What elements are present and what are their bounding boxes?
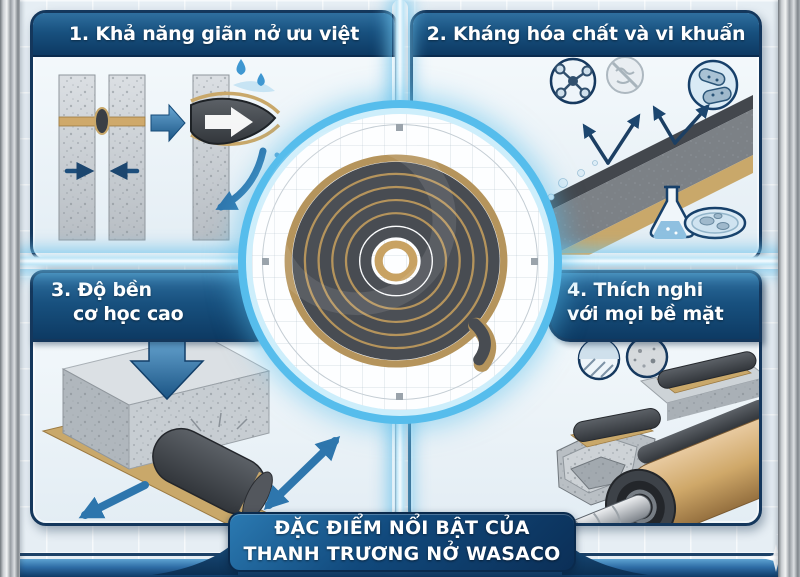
- surfaces-diagram: [552, 335, 759, 523]
- panel-resistance: 2. Kháng hóa chất và vi khuẩn: [410, 10, 762, 262]
- strength-diagram: [41, 334, 341, 523]
- water-drop-icon: [236, 59, 265, 86]
- repel-arrows: [582, 103, 710, 165]
- concrete-slabs: [58, 74, 146, 241]
- transition-arrow-icon: [150, 103, 186, 143]
- tape-curve-top: [190, 91, 281, 115]
- panel4-title-line1: 4. Thích nghi: [567, 279, 704, 301]
- panel-strength: 3. Độ bền cơ học cao: [30, 270, 398, 526]
- expansion-illustration: [33, 13, 395, 259]
- hatched-surface-icon: [577, 337, 621, 381]
- strip-wrapped-pipe: [552, 399, 759, 523]
- panel3-title-line1: 3. Độ bền: [51, 279, 152, 301]
- bacteria-icon: [687, 59, 739, 111]
- product-disc: [252, 114, 548, 410]
- petri-dish-icon: [683, 206, 747, 240]
- disc-tick-west: [262, 258, 269, 265]
- seal-strip-compressed: [94, 107, 110, 135]
- expand-arrows-icon: [263, 435, 341, 511]
- panel2-title: 2. Kháng hóa chất và vi khuẩn: [413, 13, 759, 57]
- granite-surface-icon: [625, 335, 669, 379]
- water-flow-arrow: [215, 147, 267, 211]
- panel3-title: 3. Độ bền cơ học cao: [30, 270, 276, 342]
- crack-lines: [190, 412, 248, 432]
- expansion-direction-arrow: [205, 107, 253, 137]
- panel1-title: 1. Khả năng giãn nở ưu việt: [33, 13, 395, 57]
- banner-line1: ĐẶC ĐIỂM NỔI BẬT CỦA: [274, 517, 530, 540]
- panel4-title-line2: với mọi bề mặt: [567, 302, 724, 325]
- banner-line2: THANH TRƯƠNG NỞ WASACO: [243, 543, 561, 565]
- banner-wings: [152, 539, 648, 575]
- panel2-title-text: 2. Kháng hóa chất và vi khuẩn: [426, 23, 746, 45]
- panel4-title: 4. Thích nghi với mọi bề mặt: [548, 270, 762, 342]
- banner-wing-left: [152, 539, 238, 575]
- banner-title: ĐẶC ĐIỂM NỔI BẬT CỦA THANH TRƯƠNG NỞ WAS…: [228, 512, 576, 572]
- divider-beam-right: [536, 253, 788, 269]
- panel3-title-line2: cơ học cao: [73, 302, 184, 325]
- release-arrow: [78, 481, 149, 519]
- molecule-icon: [549, 57, 597, 105]
- strength-illustration: [33, 273, 395, 523]
- panel1-title-text: 1. Khả năng giãn nở ưu việt: [68, 23, 360, 45]
- metal-rail-left: [0, 0, 20, 577]
- surfaces-illustration: [411, 273, 759, 523]
- flask-icon: [649, 185, 695, 239]
- moisture-droplets: [538, 160, 598, 208]
- waterstop-coil-photo: [259, 130, 508, 372]
- metal-rail-right: [778, 0, 800, 577]
- strip-on-flat-slab: [639, 351, 759, 421]
- no-microbe-icon: [606, 56, 644, 94]
- panel-surfaces: 4. Thích nghi với mọi bề mặt: [408, 270, 762, 526]
- divider-beam-top: [392, 0, 408, 130]
- banner-wing-right: [562, 539, 648, 575]
- expansion-diagram: [58, 59, 295, 241]
- water-splash: [233, 81, 275, 93]
- disc-tick-south: [396, 393, 403, 400]
- divider-beam-left: [12, 253, 264, 269]
- disc-tick-north: [396, 124, 403, 131]
- disc-tick-east: [531, 258, 538, 265]
